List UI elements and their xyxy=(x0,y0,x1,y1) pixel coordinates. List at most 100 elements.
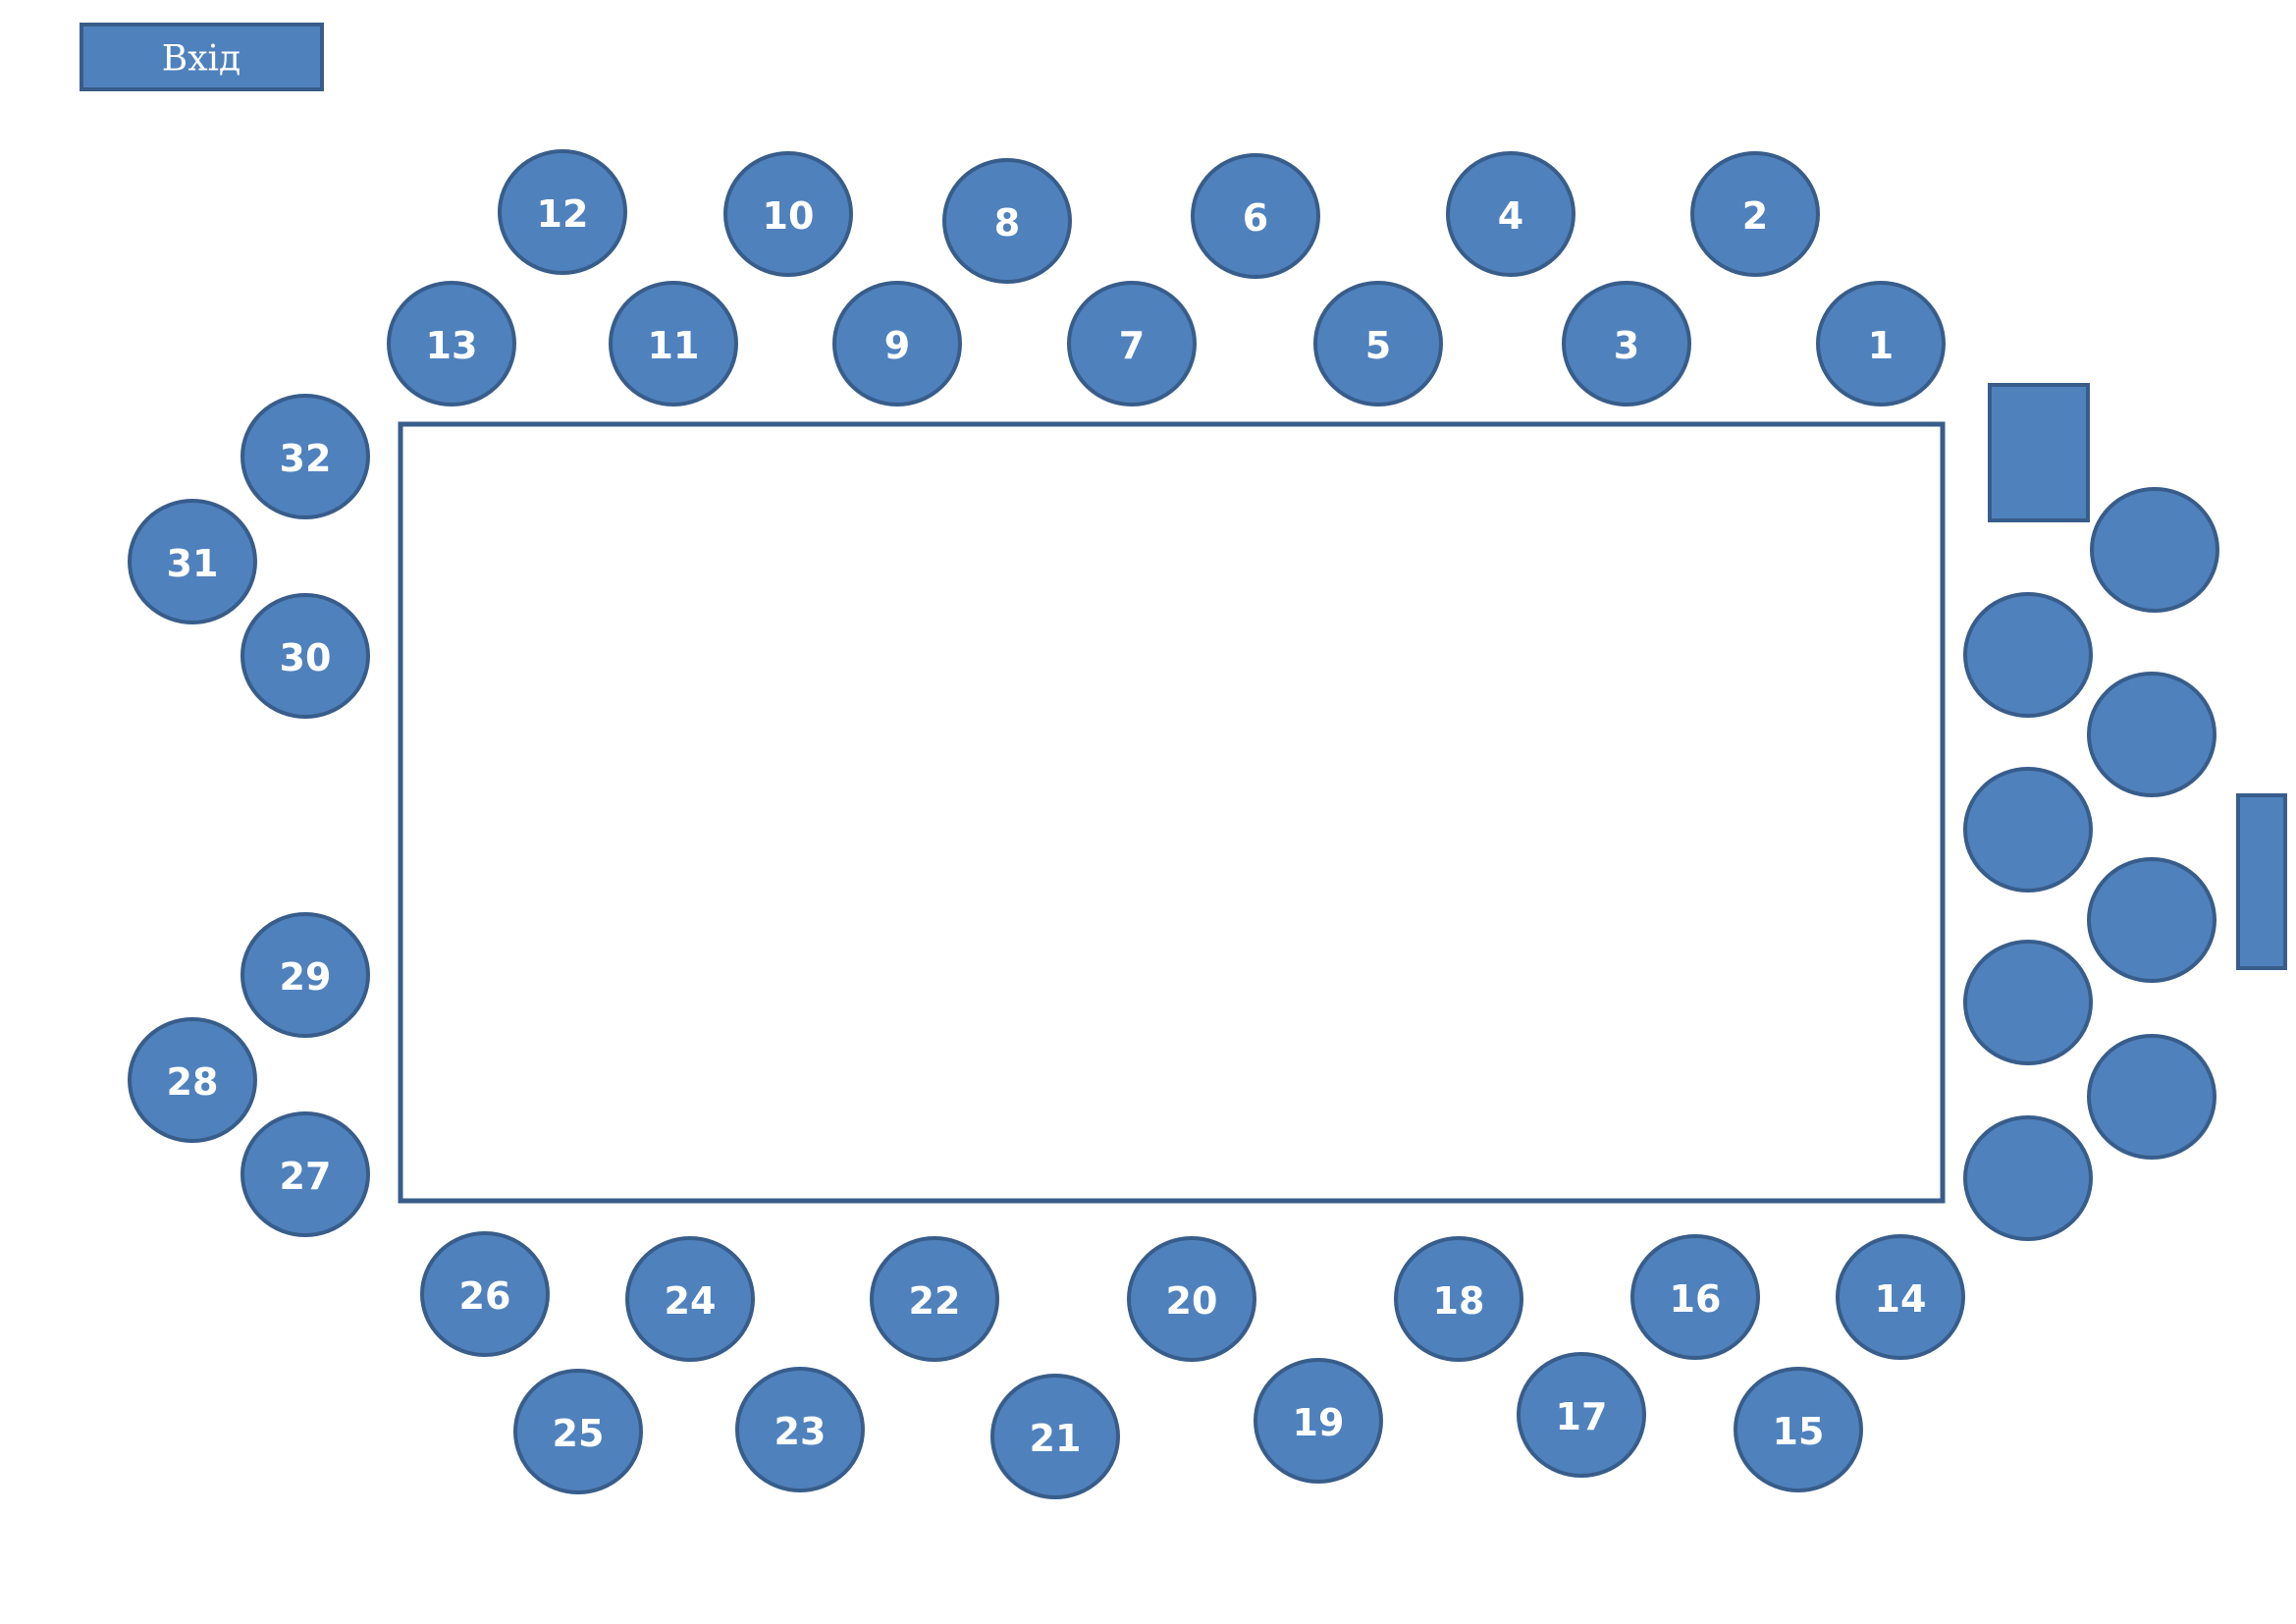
seat-number: 20 xyxy=(1166,1279,1218,1323)
seat-circle xyxy=(609,281,738,406)
seat-circle xyxy=(1816,281,1946,406)
seat-circle xyxy=(1630,1234,1760,1360)
seat-circle xyxy=(240,912,370,1038)
seat-28: 28 xyxy=(128,1017,257,1143)
seat-32: 32 xyxy=(240,394,370,519)
seat-number: 22 xyxy=(909,1279,961,1323)
seat-number: 15 xyxy=(1773,1410,1825,1453)
seat-3: 3 xyxy=(1562,281,1691,406)
seat-circle xyxy=(1313,281,1443,406)
seat-19: 19 xyxy=(1254,1358,1383,1484)
seat-29: 29 xyxy=(240,912,370,1038)
seat-number: 2 xyxy=(1742,194,1768,238)
seat-number: 25 xyxy=(553,1412,605,1455)
seat-circle xyxy=(1562,281,1691,406)
seat-circle xyxy=(240,1111,370,1237)
seat-10: 10 xyxy=(723,151,853,277)
seat-unnumbered xyxy=(1963,1115,2093,1241)
seat-circle xyxy=(1446,151,1575,277)
seat-13: 13 xyxy=(387,281,516,406)
seat-number: 26 xyxy=(459,1274,511,1318)
seat-circle xyxy=(1836,1234,1965,1360)
seat-number: 31 xyxy=(167,542,219,585)
seat-unnumbered xyxy=(2087,672,2216,797)
seat-circle xyxy=(387,281,516,406)
seat-unnumbered xyxy=(2087,857,2216,983)
seat-21: 21 xyxy=(990,1374,1120,1499)
seat-20: 20 xyxy=(1127,1236,1256,1362)
seat-unnumbered xyxy=(1963,592,2093,718)
seat-number: 3 xyxy=(1614,324,1639,367)
seat-unnumbered xyxy=(1963,940,2093,1065)
seat-number: 7 xyxy=(1119,324,1145,367)
seat-circle xyxy=(240,593,370,719)
seat-15: 15 xyxy=(1734,1367,1863,1492)
seat-circle xyxy=(1067,281,1197,406)
seat-circle xyxy=(942,158,1072,284)
seat-number: 27 xyxy=(280,1155,332,1198)
seat-18: 18 xyxy=(1394,1236,1523,1362)
seat-8: 8 xyxy=(942,158,1072,284)
seat-circle xyxy=(498,149,627,275)
seat-number: 1 xyxy=(1868,324,1894,367)
seat-number: 4 xyxy=(1498,194,1523,238)
seat-number: 9 xyxy=(884,324,910,367)
seat-17: 17 xyxy=(1517,1352,1646,1478)
seat-circle xyxy=(723,151,853,277)
seat-circle xyxy=(1517,1352,1646,1478)
seat-2: 2 xyxy=(1690,151,1820,277)
seat-4: 4 xyxy=(1446,151,1575,277)
seat-7: 7 xyxy=(1067,281,1197,406)
seat-circle xyxy=(128,1017,257,1143)
seat-circle xyxy=(625,1236,755,1362)
seat-number: 21 xyxy=(1030,1417,1082,1460)
seat-circle xyxy=(1127,1236,1256,1362)
seat-number: 5 xyxy=(1365,324,1391,367)
seat-number: 8 xyxy=(994,201,1020,244)
seat-number: 6 xyxy=(1243,196,1268,240)
seat-27: 27 xyxy=(240,1111,370,1237)
side-block-right xyxy=(2236,793,2287,970)
seat-circle xyxy=(1191,153,1320,279)
seat-circle xyxy=(240,394,370,519)
seat-1: 1 xyxy=(1816,281,1946,406)
seat-9: 9 xyxy=(832,281,962,406)
seat-14: 14 xyxy=(1836,1234,1965,1360)
seat-number: 32 xyxy=(280,437,332,480)
seat-number: 14 xyxy=(1875,1277,1927,1321)
seat-24: 24 xyxy=(625,1236,755,1362)
seat-23: 23 xyxy=(735,1367,865,1492)
seat-unnumbered xyxy=(1963,767,2093,893)
seat-circle xyxy=(870,1236,999,1362)
seat-30: 30 xyxy=(240,593,370,719)
seat-number: 10 xyxy=(763,194,815,238)
seat-circle xyxy=(990,1374,1120,1499)
seat-circle xyxy=(1734,1367,1863,1492)
seat-circle xyxy=(1394,1236,1523,1362)
seat-circle xyxy=(128,499,257,624)
seat-12: 12 xyxy=(498,149,627,275)
seat-unnumbered xyxy=(2087,1034,2216,1160)
seat-6: 6 xyxy=(1191,153,1320,279)
seat-unnumbered xyxy=(2090,487,2219,613)
seat-26: 26 xyxy=(420,1231,550,1357)
seat-25: 25 xyxy=(513,1369,643,1494)
seat-circle xyxy=(735,1367,865,1492)
seat-circle xyxy=(1254,1358,1383,1484)
seat-number: 11 xyxy=(648,324,700,367)
seat-16: 16 xyxy=(1630,1234,1760,1360)
seat-5: 5 xyxy=(1313,281,1443,406)
seat-number: 16 xyxy=(1670,1277,1722,1321)
entrance-block: Вхід xyxy=(80,23,324,91)
seat-circle xyxy=(832,281,962,406)
seat-number: 17 xyxy=(1556,1395,1608,1438)
seat-11: 11 xyxy=(609,281,738,406)
seat-circle xyxy=(420,1231,550,1357)
seat-circle xyxy=(513,1369,643,1494)
seat-circle xyxy=(1690,151,1820,277)
entrance-rect xyxy=(80,23,324,91)
side-block-upper xyxy=(1988,383,2090,522)
seat-31: 31 xyxy=(128,499,257,624)
